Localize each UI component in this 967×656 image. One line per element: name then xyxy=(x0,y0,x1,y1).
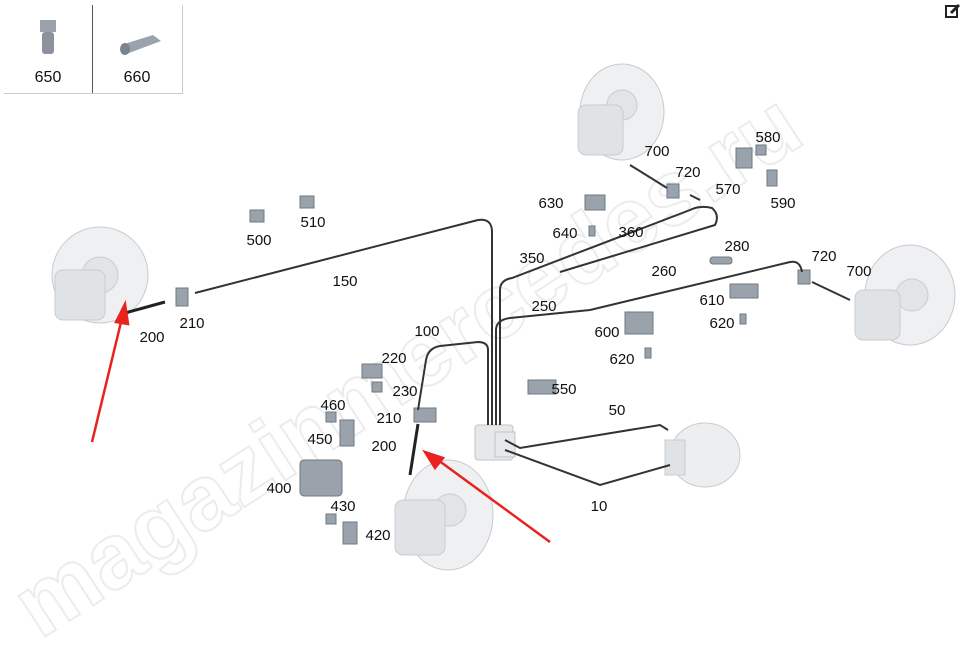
part-callout[interactable]: 450 xyxy=(307,431,332,448)
brake-disc-rear-right xyxy=(854,244,956,346)
part-callout[interactable]: 600 xyxy=(594,324,619,341)
brake-hose-200-front xyxy=(408,423,420,476)
part-callout[interactable]: 700 xyxy=(644,143,669,160)
part-callout[interactable]: 210 xyxy=(376,410,401,427)
part-callout[interactable]: 550 xyxy=(551,381,576,398)
connector-icon xyxy=(120,35,161,55)
part-callout[interactable]: 620 xyxy=(609,351,634,368)
part-callout[interactable]: 260 xyxy=(651,263,676,280)
part-callout[interactable]: 420 xyxy=(365,527,390,544)
part-callout[interactable]: 250 xyxy=(531,298,556,315)
watermark: magazinmercedes.ru xyxy=(0,73,819,656)
part-callout[interactable]: 720 xyxy=(675,164,700,181)
part-callout[interactable]: 220 xyxy=(381,350,406,367)
part-callout[interactable]: 610 xyxy=(699,292,724,309)
abs-unit xyxy=(474,424,516,461)
brake-hoses xyxy=(124,300,420,476)
part-callout[interactable]: 360 xyxy=(618,224,643,241)
part-callout[interactable]: 430 xyxy=(330,498,355,515)
part-callout[interactable]: 230 xyxy=(392,383,417,400)
part-callout[interactable]: 280 xyxy=(724,238,749,255)
part-callout[interactable]: 630 xyxy=(538,195,563,212)
part-callout[interactable]: 200 xyxy=(139,329,164,346)
part-callout[interactable]: 640 xyxy=(552,225,577,242)
thumbnail-660[interactable]: 660 xyxy=(92,5,181,93)
thumbnail-label: 660 xyxy=(123,69,151,86)
part-callout[interactable]: 50 xyxy=(609,402,626,419)
part-callout[interactable]: 500 xyxy=(246,232,271,249)
thumbnail-650[interactable]: 650 xyxy=(4,5,92,93)
part-callout[interactable]: 10 xyxy=(591,498,608,515)
brake-disc-front-center xyxy=(394,459,494,571)
part-callout[interactable]: 200 xyxy=(371,438,396,455)
part-callout[interactable]: 400 xyxy=(266,480,291,497)
part-callout[interactable]: 620 xyxy=(709,315,734,332)
brake-lines xyxy=(194,164,851,487)
part-callout[interactable]: 100 xyxy=(414,323,439,340)
brake-booster xyxy=(664,422,741,488)
highlight-arrows xyxy=(90,299,551,544)
brake-disc-front-left xyxy=(51,226,149,324)
part-callout[interactable]: 580 xyxy=(755,129,780,146)
part-callout[interactable]: 510 xyxy=(300,214,325,231)
small-parts xyxy=(175,144,811,545)
part-callout[interactable]: 210 xyxy=(179,315,204,332)
brake-disc-rear-top xyxy=(577,63,665,161)
part-callout[interactable]: 150 xyxy=(332,273,357,290)
part-callout[interactable]: 570 xyxy=(715,181,740,198)
part-callout[interactable]: 700 xyxy=(846,263,871,280)
parts-thumbnails: 650 660 xyxy=(4,5,183,94)
thumbnail-label: 650 xyxy=(34,69,62,86)
part-callout[interactable]: 590 xyxy=(770,195,795,212)
part-callout[interactable]: 350 xyxy=(519,250,544,267)
fitting-icon xyxy=(40,20,56,54)
part-callout[interactable]: 460 xyxy=(320,397,345,414)
part-callout[interactable]: 720 xyxy=(811,248,836,265)
edit-icon[interactable] xyxy=(945,3,961,19)
brake-hose-200-left xyxy=(124,300,166,315)
